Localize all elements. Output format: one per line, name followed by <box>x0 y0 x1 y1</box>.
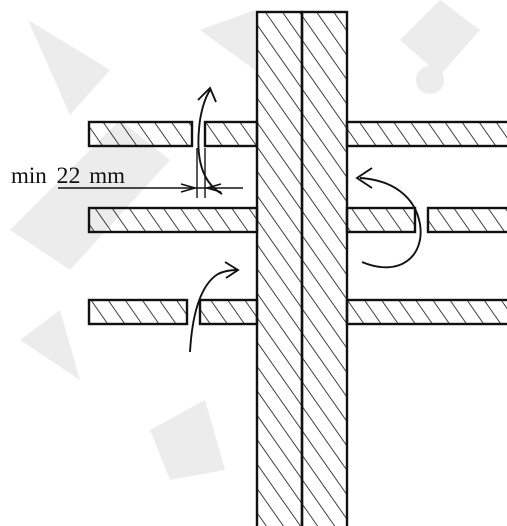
plate-bottom-right <box>345 298 507 326</box>
dimension-value: 22 <box>57 163 81 188</box>
arrowhead-left-icon <box>355 167 373 189</box>
dimension-unit: mm <box>89 163 125 188</box>
plate-middle-right-inner <box>345 206 417 234</box>
vertical-column <box>255 10 349 526</box>
plate-middle-left <box>87 206 259 234</box>
plate-middle-right <box>426 206 507 234</box>
dimension-gap <box>58 148 243 198</box>
arrowhead-right-icon <box>224 261 240 279</box>
plate-top-left-inner <box>203 120 259 148</box>
watermark <box>10 0 480 480</box>
svg-text:min 22 mm: min 22 mm <box>11 163 125 188</box>
dimension-prefix: min <box>11 163 47 188</box>
plate-bottom-left-inner <box>198 298 259 326</box>
plate-bottom-left <box>87 298 189 326</box>
airflow-arrow-top-left <box>197 86 223 195</box>
plate-top-left <box>87 120 194 148</box>
plate-top-right <box>345 120 507 148</box>
arrowhead-up-icon <box>197 86 217 103</box>
airflow-arrow-bottom-left <box>189 261 240 353</box>
dimension-arrow-left-icon <box>180 183 198 193</box>
airflow-arrow-right <box>355 167 422 269</box>
dimension-label: min 22 mm <box>11 163 125 188</box>
